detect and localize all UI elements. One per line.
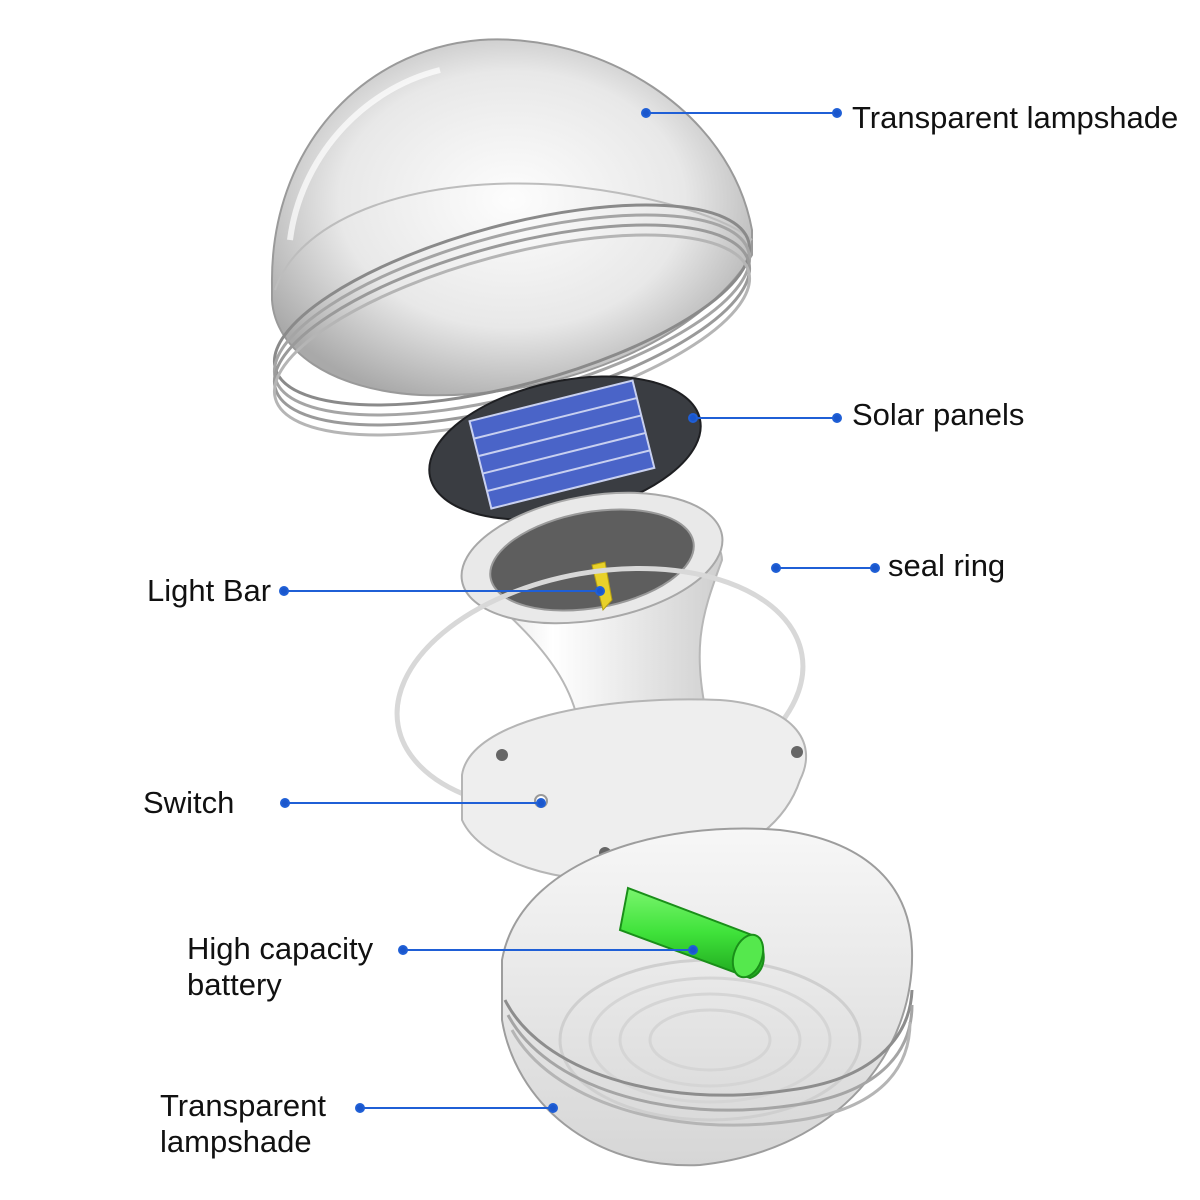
label-bottom-lampshade-line2: lampshade (160, 1124, 312, 1159)
solar-panel (428, 375, 702, 521)
leader-dot (536, 798, 546, 808)
leader-dot (548, 1103, 558, 1113)
leader-dot (771, 563, 781, 573)
label-top-lampshade: Transparent lampshade (852, 100, 1179, 135)
label-solar-panels: Solar panels (852, 397, 1025, 432)
leader-lines (279, 108, 880, 1113)
leader-dot (688, 945, 698, 955)
top-lampshade (270, 38, 753, 437)
label-switch: Switch (143, 785, 235, 820)
label-battery-line1: High capacity (187, 931, 374, 966)
label-bottom-lampshade: Transparent lampshade (160, 1088, 326, 1160)
label-battery-line2: battery (187, 967, 282, 1002)
bottom-lampshade (501, 827, 914, 1167)
leader-dot (398, 945, 408, 955)
leader-dot (832, 108, 842, 118)
label-seal-ring: seal ring (888, 548, 1006, 583)
leader-dot (595, 586, 605, 596)
battery (618, 886, 765, 980)
leader-dot (355, 1103, 365, 1113)
label-battery: High capacity battery (187, 931, 373, 1003)
leader-dot (870, 563, 880, 573)
leader-dot (279, 586, 289, 596)
label-bottom-lampshade-line1: Transparent (160, 1088, 326, 1123)
leader-dot (688, 413, 698, 423)
leader-dot (641, 108, 651, 118)
label-light-bar: Light Bar (147, 573, 272, 608)
leader-dot (832, 413, 842, 423)
leader-dot (280, 798, 290, 808)
